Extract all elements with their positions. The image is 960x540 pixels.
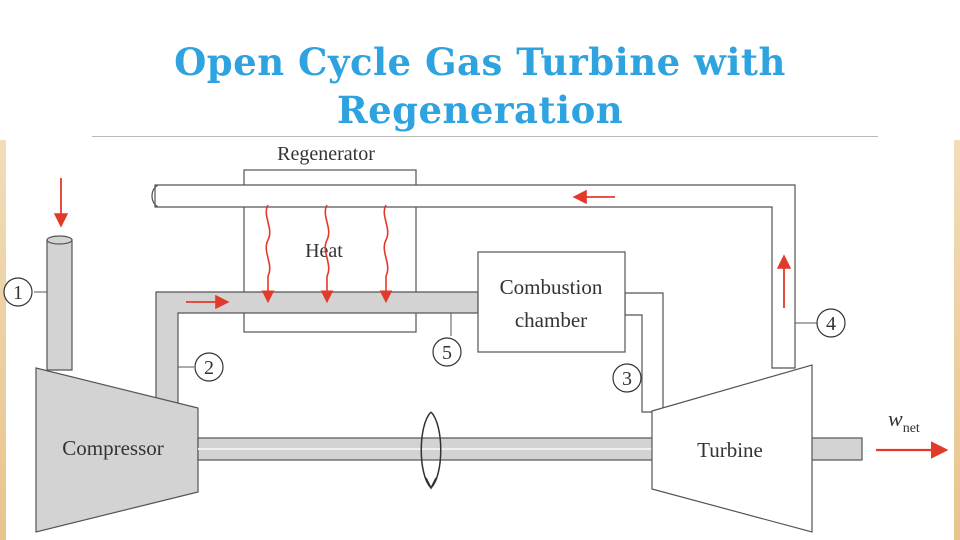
heat-arrow bbox=[261, 204, 275, 304]
compressed-air-pipe bbox=[155, 291, 479, 409]
shaft-output-stub bbox=[809, 437, 863, 461]
exhaust-outlet-cap bbox=[151, 184, 159, 208]
title-line-1: Open Cycle Gas Turbine with bbox=[174, 40, 786, 84]
state-marker-1 bbox=[3, 277, 33, 307]
state-number-3: 3 bbox=[622, 368, 632, 390]
net-work-label: wnet bbox=[888, 406, 920, 436]
state-marker-5 bbox=[432, 337, 462, 367]
state-number-1: 1 bbox=[13, 282, 23, 304]
heat-arrow bbox=[379, 204, 393, 304]
state-marker-4 bbox=[816, 308, 846, 338]
state-marker-3 bbox=[612, 363, 642, 393]
title-line-2: Regeneration bbox=[336, 88, 624, 132]
slide-title: Open Cycle Gas Turbine with Regeneration bbox=[130, 38, 830, 134]
state-number-4: 4 bbox=[826, 313, 836, 335]
compressor-body bbox=[35, 367, 199, 533]
combustion-chamber-label-line2: chamber bbox=[515, 308, 587, 332]
compressor-inlet-opening bbox=[46, 235, 73, 245]
turbine-body bbox=[651, 364, 813, 533]
regenerator-label: Regenerator bbox=[277, 143, 375, 165]
combustion-chamber-box bbox=[477, 251, 626, 353]
state-number-5: 5 bbox=[442, 342, 452, 364]
combustion-chamber-label-line1: Combustion bbox=[500, 275, 603, 299]
right-decorative-bar bbox=[954, 140, 960, 540]
state-number-2: 2 bbox=[204, 357, 214, 379]
heat-label: Heat bbox=[305, 240, 343, 262]
compressor-inlet-duct bbox=[46, 239, 73, 371]
left-decorative-bar bbox=[0, 140, 6, 540]
title-divider bbox=[92, 136, 878, 137]
combustion-turbine-pipe bbox=[624, 292, 664, 413]
rotation-arrowhead-icon bbox=[425, 477, 437, 490]
heat-arrow bbox=[320, 204, 334, 304]
compressor-label: Compressor bbox=[62, 436, 164, 460]
exhaust-pipe bbox=[154, 184, 796, 369]
state-marker-2 bbox=[194, 352, 224, 382]
turbine-label: Turbine bbox=[697, 438, 763, 462]
